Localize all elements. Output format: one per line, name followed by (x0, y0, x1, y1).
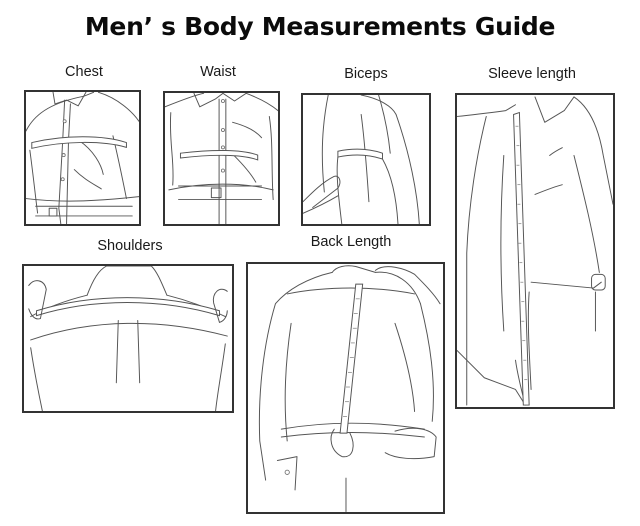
label-back-length: Back Length (310, 234, 392, 250)
panel-chest (24, 90, 141, 226)
label-waist: Waist (200, 64, 236, 80)
label-chest: Chest (65, 64, 103, 80)
panel-sleeve-length (455, 93, 615, 409)
panel-waist (163, 91, 280, 226)
tape-measure-icon (339, 283, 364, 434)
label-shoulders: Shoulders (97, 238, 163, 254)
waist-illustration (165, 93, 278, 224)
biceps-illustration (303, 95, 420, 224)
tape-measure-icon (31, 136, 127, 149)
tape-ticks (343, 298, 360, 417)
tape-measure-icon (36, 297, 220, 317)
tape-ticks (515, 125, 528, 381)
label-sleeve-length: Sleeve length (488, 66, 576, 82)
tape-measure-icon (513, 111, 530, 406)
panel-shoulders (22, 264, 234, 413)
tape-measure-icon (179, 150, 259, 161)
panel-back-length (246, 262, 445, 514)
back-length-illustration (258, 265, 441, 512)
tape-measure-icon (337, 148, 383, 160)
chest-illustration (26, 92, 139, 224)
label-biceps: Biceps (344, 66, 388, 82)
panel-biceps (301, 93, 431, 226)
sleeve-length-illustration (457, 96, 613, 406)
page-title: Men’ s Body Measurements Guide (84, 12, 556, 41)
shoulders-illustration (28, 266, 228, 411)
